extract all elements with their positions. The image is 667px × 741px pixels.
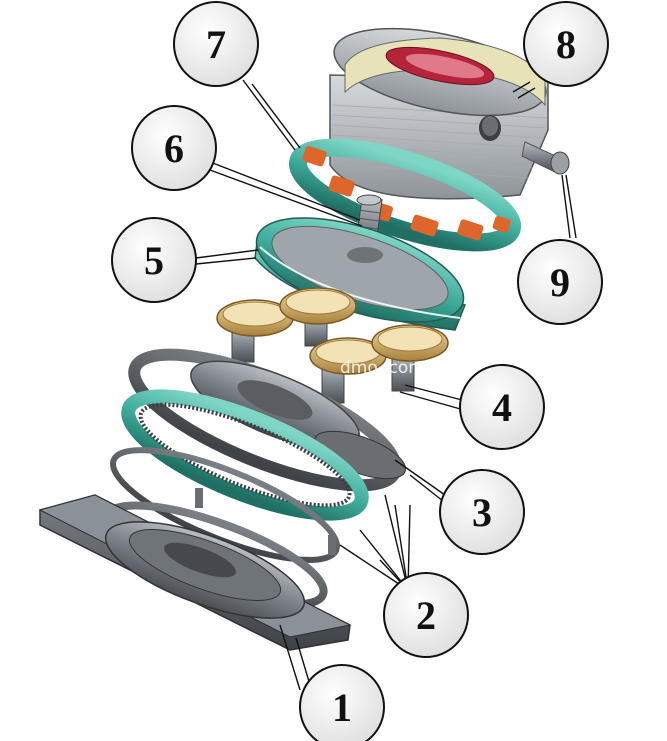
callout-3: 3 — [439, 469, 525, 555]
part-5-rotor-disk — [254, 217, 466, 331]
planet-gear — [309, 337, 387, 404]
planet-gear — [279, 287, 357, 347]
part-4-planet-gears: dmo .com — [216, 287, 449, 404]
callout-8: 8 — [523, 1, 609, 87]
callout-label: 7 — [206, 22, 226, 67]
callout-2: 2 — [383, 572, 469, 658]
planet-gear — [216, 299, 294, 363]
callout-label: 8 — [556, 22, 576, 67]
callout-label: 9 — [550, 260, 570, 305]
part-3-carrier — [128, 348, 407, 492]
callout-1: 1 — [299, 664, 385, 741]
callout-label: 2 — [416, 593, 436, 638]
watermark-text: dmo .com — [340, 358, 425, 378]
planet-gear — [371, 324, 449, 392]
callout-label: 6 — [164, 126, 184, 171]
callout-5: 5 — [111, 217, 197, 303]
callout-label: 5 — [144, 238, 164, 283]
callout-label: 3 — [472, 490, 492, 535]
part-1-base-plate — [38, 494, 352, 651]
callout-7: 7 — [173, 1, 259, 87]
callout-label: 4 — [492, 385, 512, 430]
part-7-magnet-ring — [288, 138, 522, 252]
part-8-coil-housing — [329, 27, 549, 200]
callout-4: 4 — [459, 364, 545, 450]
callout-9: 9 — [517, 239, 603, 325]
part-9-pin — [521, 141, 570, 175]
callout-label: 1 — [332, 685, 352, 730]
callout-6: 6 — [131, 105, 217, 191]
leader-lines — [195, 79, 577, 706]
